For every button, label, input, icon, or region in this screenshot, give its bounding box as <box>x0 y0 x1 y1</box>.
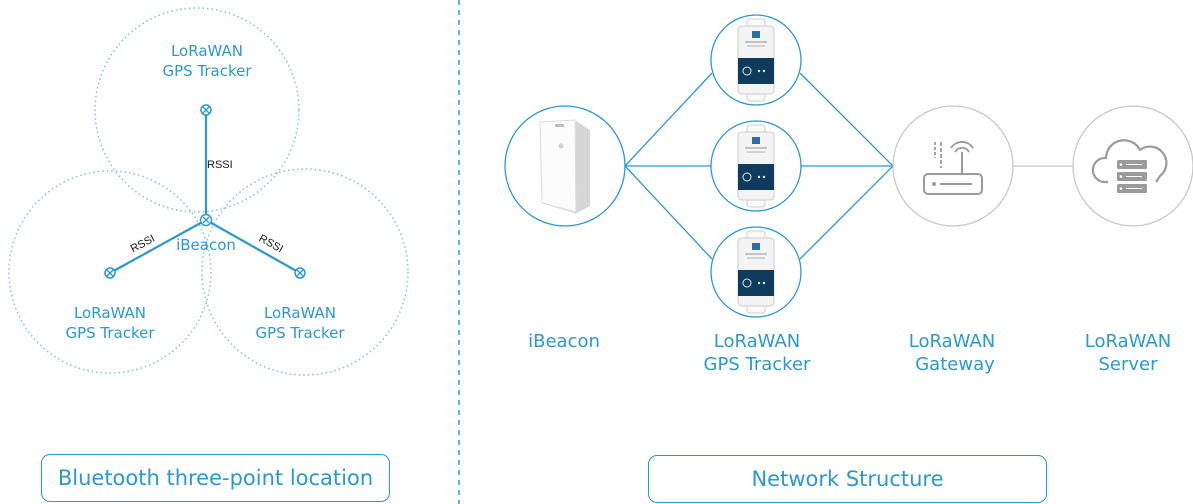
tracker-label: LoRaWAN GPS Tracker <box>682 330 832 377</box>
server-node <box>1072 105 1193 227</box>
link-ibeacon-tracker-top <box>624 72 713 167</box>
top-tracker-label: LoRaWAN GPS Tracker <box>137 42 277 81</box>
three-point-diagram <box>8 7 409 376</box>
left-tracker-node-icon <box>104 267 116 279</box>
cloud-server-icon <box>1091 139 1168 193</box>
tracker-label-line2: GPS Tracker <box>703 354 811 376</box>
top-tracker-node-icon <box>200 104 212 116</box>
top-tracker-label-line1: LoRaWAN <box>170 42 244 60</box>
left-tracker-label-line1: LoRaWAN <box>73 304 147 322</box>
top-tracker-range-circle <box>94 7 300 213</box>
link-ibeacon-tracker-bottom <box>624 165 713 260</box>
tracker-device-icon <box>737 18 775 102</box>
server-label-line2: Server <box>1098 354 1158 376</box>
ibeacon-label: iBeacon <box>528 331 600 352</box>
caption-network-structure: Network Structure <box>648 455 1047 503</box>
right-tracker-node-icon <box>294 267 306 279</box>
tracker-node-top <box>710 14 802 106</box>
right-tracker-label: LoRaWAN GPS Tracker <box>230 304 370 343</box>
gateway-label: LoRaWAN Gateway <box>882 330 1022 377</box>
left-tracker-label: LoRaWAN GPS Tracker <box>40 304 180 343</box>
tracker-device-icon <box>737 124 775 208</box>
gateway-label-line2: Gateway <box>915 354 995 376</box>
link-tracker-top-gateway <box>799 72 894 167</box>
tracker-node-bottom <box>710 226 802 318</box>
gateway-node <box>892 105 1014 227</box>
top-tracker-label-line2: GPS Tracker <box>162 61 252 80</box>
right-tracker-range-circle <box>201 168 409 376</box>
rssi-label-top: RSSI <box>207 159 233 171</box>
tracker-device-icon <box>737 230 775 314</box>
ibeacon-node <box>504 105 626 227</box>
link-tracker-bottom-gateway <box>799 165 894 260</box>
right-tracker-label-line1: LoRaWAN <box>263 304 337 322</box>
ibeacon-node-icon <box>199 213 213 227</box>
tracker-label-line1: LoRaWAN <box>713 331 801 352</box>
ibeacon-center-label: iBeacon <box>176 236 236 254</box>
left-tracker-range-circle <box>8 170 212 374</box>
router-icon <box>923 141 983 195</box>
server-label: LoRaWAN Server <box>1063 330 1193 377</box>
ibeacon-device-icon <box>539 119 590 214</box>
caption-bluetooth-location: Bluetooth three-point location <box>41 454 390 502</box>
left-tracker-label-line2: GPS Tracker <box>65 323 155 342</box>
rssi-line-left <box>109 219 207 274</box>
rssi-line-right <box>205 219 301 274</box>
gateway-label-line1: LoRaWAN <box>908 331 996 352</box>
right-tracker-label-line2: GPS Tracker <box>255 323 345 342</box>
server-label-line1: LoRaWAN <box>1084 331 1172 352</box>
network-structure-diagram <box>504 14 1193 318</box>
tracker-node-mid <box>710 120 802 212</box>
